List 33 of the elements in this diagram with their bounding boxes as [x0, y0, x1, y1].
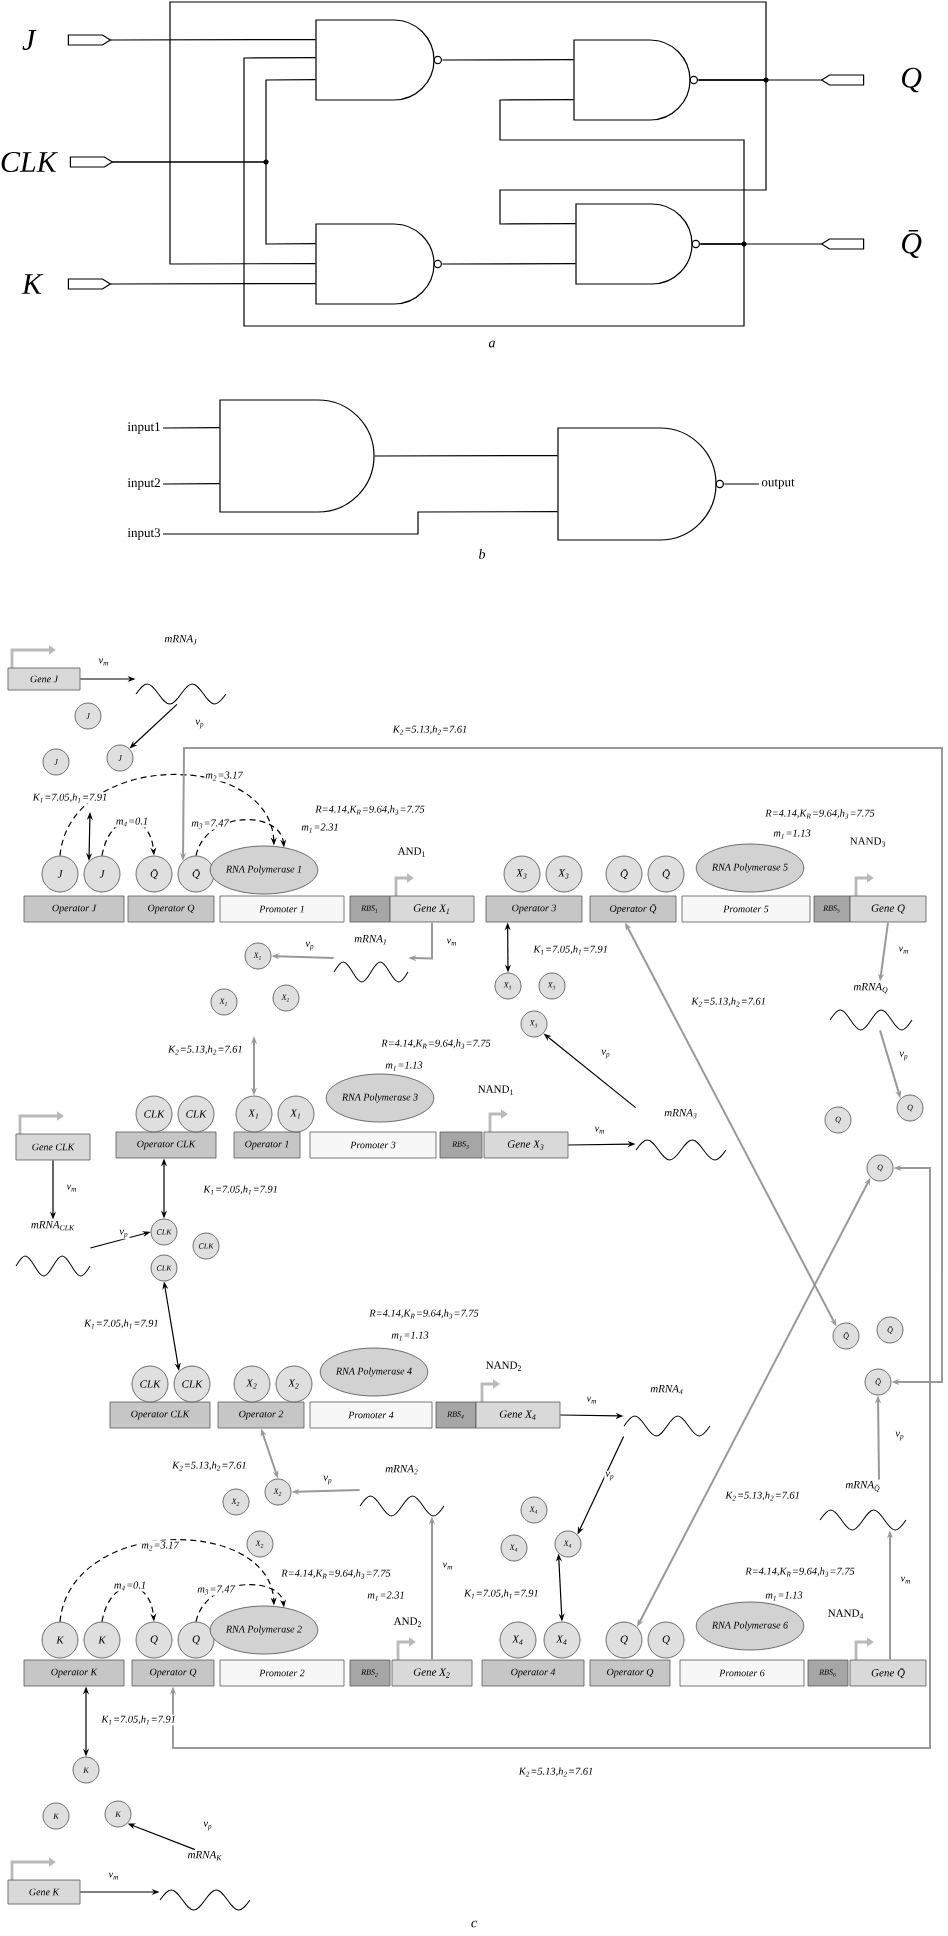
node-label: CLK [1, 151, 58, 173]
dashed-arrow [59, 1539, 277, 1623]
dashed-arrow [101, 1586, 157, 1623]
nand-gate [315, 223, 442, 305]
input-terminal: J [22, 30, 112, 50]
dashed-arrow [195, 1584, 287, 1623]
wire [723, 483, 760, 485]
wire [109, 39, 317, 41]
node-label: J [22, 30, 37, 50]
input-terminal: CLK [1, 151, 114, 173]
wire [111, 161, 317, 245]
wire [499, 99, 745, 245]
nand-gate [557, 427, 724, 541]
wire [169, 1, 767, 265]
wire [441, 59, 575, 61]
dashed-arrow [195, 819, 287, 857]
nand-gate [573, 39, 698, 121]
wire [162, 427, 221, 429]
node-label: Q̄ [902, 230, 922, 258]
node-label: Q [902, 67, 922, 93]
nand-gate [575, 203, 700, 285]
wire [373, 455, 559, 457]
input-terminal: K [21, 274, 112, 294]
wire [499, 79, 767, 225]
dashed-arrow [59, 773, 277, 857]
nand-gate [315, 19, 442, 101]
node-label: K [21, 274, 44, 294]
wire [162, 483, 221, 485]
wire [109, 283, 317, 285]
wire [243, 57, 745, 327]
wire [441, 263, 577, 265]
and-gate [219, 399, 375, 513]
wire [162, 511, 559, 535]
